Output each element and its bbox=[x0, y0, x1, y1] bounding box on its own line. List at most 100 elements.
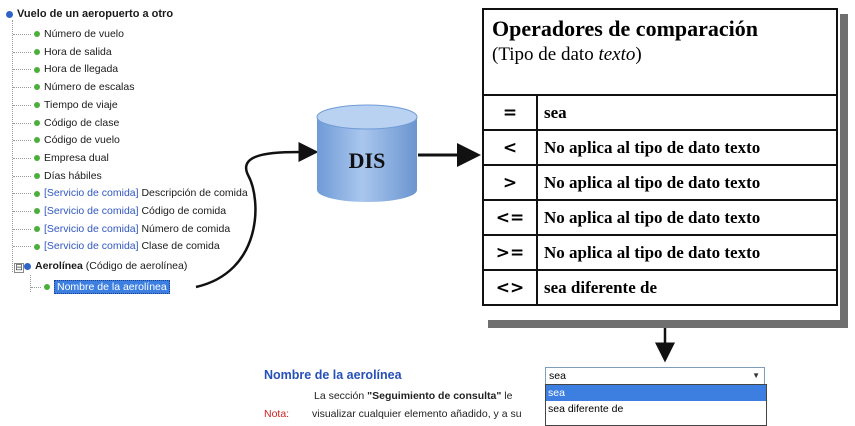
tree-item-label: Código de vuelo bbox=[44, 134, 120, 147]
section-text: La sección "Seguimiento de consulta" le bbox=[314, 390, 512, 402]
field-icon bbox=[34, 172, 40, 179]
operator-description: No aplica al tipo de dato texto bbox=[536, 199, 838, 236]
tree-item[interactable]: Código de clase bbox=[34, 115, 119, 132]
tree-item-prefix: [Servicio de comida] bbox=[44, 222, 139, 235]
tree-item[interactable]: Hora de salida bbox=[34, 44, 112, 61]
operator-row: <>sea diferente de bbox=[482, 269, 838, 306]
field-label: Nombre de la aerolínea bbox=[264, 368, 402, 382]
tree-item[interactable]: Tiempo de viaje bbox=[34, 97, 118, 114]
table-title: Operadores de comparación bbox=[492, 16, 759, 41]
operator-select-value: sea bbox=[549, 370, 566, 382]
operator-description: sea bbox=[536, 94, 838, 131]
field-icon bbox=[34, 84, 40, 91]
tree-item-prefix: [Servicio de comida] bbox=[44, 187, 139, 200]
operator-rows: =sea<No aplica al tipo de dato texto>No … bbox=[482, 94, 838, 306]
operator-row: <No aplica al tipo de dato texto bbox=[482, 129, 838, 166]
field-icon bbox=[34, 243, 40, 250]
selected-item-label: Nombre de la aerolínea bbox=[54, 280, 170, 294]
tree-root-label: Vuelo de un aeropuerto a otro bbox=[17, 8, 174, 20]
tree-item[interactable]: Número de escalas bbox=[34, 79, 134, 96]
entity-icon bbox=[6, 10, 13, 18]
table-shadow bbox=[840, 14, 848, 326]
field-tree: Vuelo de un aeropuerto a otro Número de … bbox=[0, 0, 300, 300]
tree-item-label: Tiempo de viaje bbox=[44, 98, 118, 111]
table-subtitle: (Tipo de dato texto) bbox=[492, 44, 828, 66]
table-shadow bbox=[488, 320, 848, 328]
field-icon bbox=[34, 102, 40, 109]
tree-connector bbox=[13, 34, 31, 35]
tree-connector bbox=[31, 287, 41, 288]
tree-connector bbox=[13, 140, 31, 142]
operator-row: >=No aplica al tipo de dato texto bbox=[482, 234, 838, 271]
collapse-toggle[interactable]: ⊟ bbox=[14, 262, 24, 273]
tree-connector bbox=[13, 228, 31, 230]
tree-root[interactable]: Vuelo de un aeropuerto a otro bbox=[6, 8, 173, 20]
field-icon bbox=[34, 155, 40, 162]
tree-item-label: Descripción de comida bbox=[138, 187, 248, 200]
nota-label: Nota: bbox=[264, 408, 290, 420]
operator-description: No aplica al tipo de dato texto bbox=[536, 164, 838, 201]
chevron-down-icon[interactable]: ▼ bbox=[752, 371, 760, 380]
tree-item-label: Código de clase bbox=[44, 116, 120, 129]
tree-item-label: Código de comida bbox=[138, 205, 227, 217]
operator-row: >No aplica al tipo de dato texto bbox=[482, 164, 838, 201]
tree-connector bbox=[13, 211, 31, 212]
tree-connector bbox=[13, 193, 31, 195]
tree-item-label: Hora de salida bbox=[44, 45, 112, 58]
operator-symbol: > bbox=[482, 164, 538, 201]
tree-item[interactable]: Hora de llegada bbox=[34, 61, 118, 78]
field-icon bbox=[34, 225, 40, 232]
subtitle-suffix: ) bbox=[635, 44, 642, 65]
operator-dropdown[interactable]: sea sea diferente de bbox=[545, 384, 767, 426]
entity-icon bbox=[24, 262, 31, 270]
field-icon bbox=[34, 137, 40, 144]
tree-item-label: Días hábiles bbox=[44, 169, 102, 182]
tree-node-aerolinea-suffix: (Código de aerolínea) bbox=[82, 260, 188, 272]
query-field-panel: Nombre de la aerolínea La sección "Segui… bbox=[256, 363, 784, 426]
tree-connector bbox=[13, 175, 31, 177]
tree-connector bbox=[12, 20, 13, 272]
field-icon bbox=[44, 284, 50, 291]
section-suffix: le bbox=[501, 390, 513, 402]
dropdown-option[interactable]: sea diferente de bbox=[548, 403, 624, 415]
operator-description: sea diferente de bbox=[536, 269, 838, 306]
tree-item[interactable]: Código de vuelo bbox=[34, 132, 120, 149]
section-prefix: La sección bbox=[314, 390, 368, 402]
operator-symbol: <> bbox=[482, 269, 538, 306]
tree-connector bbox=[30, 275, 31, 292]
operator-row: <=No aplica al tipo de dato texto bbox=[482, 199, 838, 236]
tree-item[interactable]: [Servicio de comida] Código de comida bbox=[34, 203, 226, 220]
tree-item-prefix: [Servicio de comida] bbox=[44, 240, 139, 253]
operator-symbol: >= bbox=[482, 234, 538, 271]
tree-item[interactable]: [Servicio de comida] Descripción de comi… bbox=[34, 185, 248, 202]
dropdown-option[interactable]: sea bbox=[546, 385, 766, 401]
tree-item[interactable]: [Servicio de comida] Número de comida bbox=[34, 221, 230, 238]
subtitle-prefix: (Tipo de dato bbox=[492, 44, 599, 65]
field-icon bbox=[34, 66, 40, 73]
tree-connector bbox=[13, 51, 31, 53]
field-icon bbox=[34, 48, 40, 55]
operator-row: =sea bbox=[482, 94, 838, 131]
section-bold: "Seguimiento de consulta" bbox=[367, 390, 502, 402]
arrow-to-dis bbox=[195, 141, 319, 289]
tree-item-label: Hora de llegada bbox=[44, 63, 119, 76]
tree-item-label: Número de comida bbox=[138, 222, 231, 235]
tree-item-selected[interactable]: Nombre de la aerolínea bbox=[44, 280, 170, 294]
operator-select[interactable]: sea ▼ bbox=[545, 367, 765, 385]
dis-label: DIS bbox=[348, 148, 386, 173]
tree-item-label: Número de vuelo bbox=[44, 28, 124, 40]
database-cylinder-icon bbox=[316, 104, 418, 202]
operator-description: No aplica al tipo de dato texto bbox=[536, 129, 838, 166]
tree-item-prefix: [Servicio de comida] bbox=[44, 205, 139, 217]
tree-item[interactable]: Días hábiles bbox=[34, 168, 102, 185]
operators-table: Operadores de comparación (Tipo de dato … bbox=[482, 8, 838, 306]
tree-node-aerolinea[interactable]: Aerolínea (Código de aerolínea) bbox=[24, 258, 187, 275]
tree-item[interactable]: Empresa dual bbox=[34, 150, 109, 167]
operator-description: No aplica al tipo de dato texto bbox=[536, 234, 838, 271]
field-icon bbox=[34, 31, 40, 38]
tree-item[interactable]: Número de vuelo bbox=[34, 26, 124, 43]
tree-node-aerolinea-label: Aerolínea bbox=[35, 260, 83, 272]
nota-text: visualizar cualquier elemento añadido, y… bbox=[312, 408, 522, 420]
tree-item[interactable]: [Servicio de comida] Clase de comida bbox=[34, 238, 220, 255]
